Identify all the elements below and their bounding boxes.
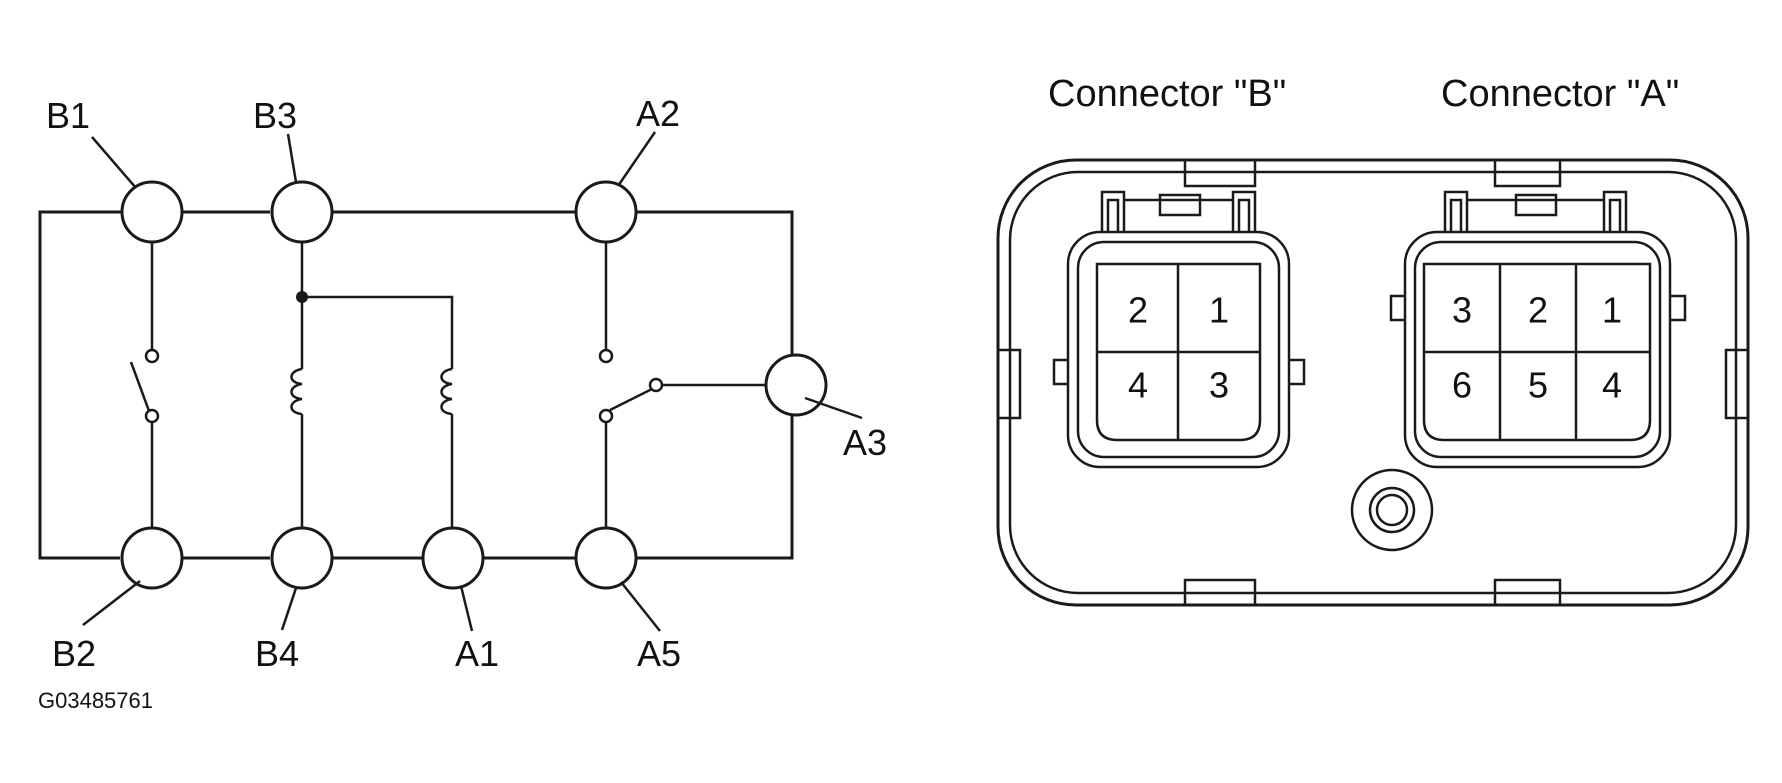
terminal-b2 [120, 526, 184, 590]
relay-housing-inner [1008, 170, 1738, 595]
figure-code: G03485761 [38, 688, 153, 713]
connector-b-pin: 3 [1209, 365, 1229, 406]
terminal-a1 [421, 526, 485, 590]
terminal-a3 [764, 353, 828, 417]
connector-a-pin-grid [1422, 262, 1652, 442]
terminal-b1 [120, 180, 184, 244]
switch-a2-a5-a3 [598, 243, 766, 528]
connector-a-title: Connector "A" [1441, 73, 1679, 115]
label-a2: A2 [636, 93, 680, 134]
terminal-b3 [270, 180, 334, 244]
label-a3: A3 [843, 422, 887, 463]
connector-a-pin: 4 [1602, 365, 1622, 406]
wire-right-to-a5 [637, 545, 794, 560]
leader-a3 [804, 396, 863, 420]
leader-a2 [616, 131, 657, 187]
relay-housing [996, 158, 1750, 607]
connector-a-socket: 3 2 1 6 5 4 [1389, 190, 1687, 469]
label-b3: B3 [253, 95, 297, 136]
terminal-a5 [574, 526, 638, 590]
connector-a-pin: 1 [1602, 290, 1622, 331]
connector-b-title: Connector "B" [1048, 73, 1286, 115]
housing-clip [1183, 578, 1257, 607]
label-b4: B4 [255, 633, 299, 674]
connector-b-pin-grid [1095, 262, 1262, 442]
label-a5: A5 [637, 633, 681, 674]
connector-a-pin: 3 [1452, 290, 1472, 331]
mounting-hole [1350, 468, 1434, 552]
wire-outer-left [38, 210, 155, 560]
connector-b-pin: 1 [1209, 290, 1229, 331]
coil-b3-b4 [290, 243, 454, 528]
terminal-b4 [270, 526, 334, 590]
label-b2: B2 [52, 633, 96, 674]
connector-face-view: Connector "B" Connector "A" 2 [996, 73, 1750, 607]
leader-b4 [280, 587, 298, 631]
leader-a5 [620, 581, 661, 632]
housing-clip [1493, 578, 1562, 607]
connector-b-pin: 2 [1128, 290, 1148, 331]
relay-schematic: B1 B3 A2 A3 B2 B4 A1 A5 G03485761 [38, 93, 887, 713]
housing-clip [1493, 158, 1562, 188]
terminal-a2 [574, 180, 638, 244]
leader-b3 [286, 133, 298, 183]
housing-clip [1724, 348, 1750, 420]
label-a1: A1 [455, 633, 499, 674]
leader-b1 [91, 136, 137, 189]
leader-b2 [82, 580, 141, 626]
connector-a-pin: 5 [1528, 365, 1548, 406]
coil-a1 [440, 367, 454, 528]
switch-b1-b2 [129, 243, 160, 528]
connector-a-pin: 6 [1452, 365, 1472, 406]
housing-clip [1183, 158, 1257, 188]
connector-a-pin: 2 [1528, 290, 1548, 331]
connector-b-socket: 2 1 4 3 [1052, 190, 1306, 469]
connector-b-pin: 4 [1128, 365, 1148, 406]
leader-a1 [459, 585, 474, 632]
wire-top-a2-right [637, 210, 794, 545]
label-b1: B1 [46, 95, 90, 136]
housing-clip [996, 348, 1022, 420]
